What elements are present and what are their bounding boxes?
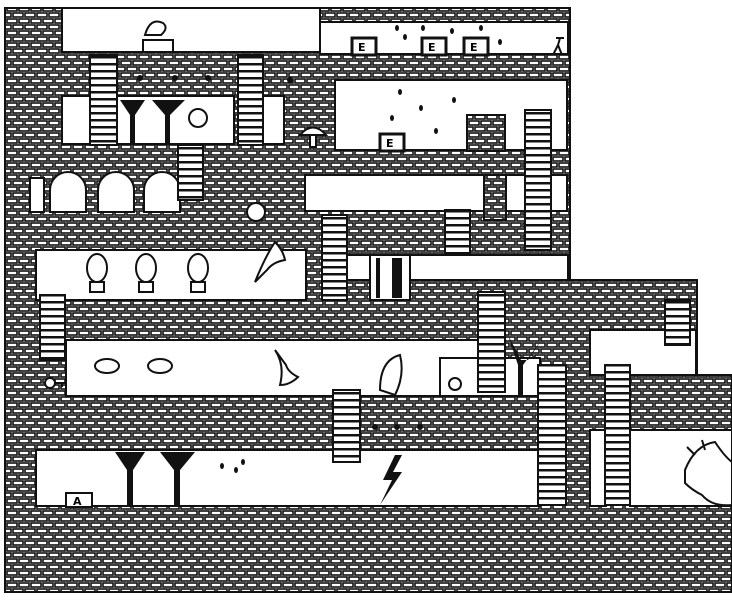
room-small [261,95,285,145]
tree [160,452,195,506]
mushroom [297,126,329,148]
tree [152,100,185,145]
ghost-creature [378,353,403,397]
block-e[interactable]: E [378,132,406,153]
ladder [39,294,66,361]
hanging-creature [188,108,266,222]
block-label: A [73,495,82,508]
player-figure [552,37,564,56]
ladder [89,54,118,146]
wall-studs [137,75,423,430]
block-a[interactable]: A [65,492,93,508]
ladder [321,214,348,301]
face-statue [86,253,108,283]
face-statues [86,253,209,293]
face-statue [187,253,209,283]
block-label: E [358,41,366,54]
dragon [684,439,732,507]
room-trees-upper [61,95,235,145]
raindrops [220,25,502,473]
bat-creature [274,349,300,387]
face-statue [135,253,157,283]
block-label: E [386,137,394,150]
block-label: E [470,41,478,54]
ladder [332,389,361,463]
brick-pillar [466,114,506,152]
block-e[interactable]: E [350,36,378,57]
skull [448,377,462,391]
ladder [177,144,204,201]
room-mid-right [304,174,568,212]
tree [120,100,145,145]
key[interactable] [44,377,66,389]
pot-on-pedestal [142,20,174,53]
ladder [237,54,264,146]
block-e[interactable]: E [462,36,490,57]
room-bottom [35,449,541,507]
wasp [94,358,120,374]
ladder [444,209,471,256]
insects [94,358,173,374]
room-insects [65,339,481,397]
block-label: E [428,41,436,54]
block-e[interactable]: E [420,36,448,57]
ladder [477,291,506,393]
ladder [537,364,567,506]
door[interactable] [369,254,411,301]
trees [115,100,545,506]
room-bottom-narrow [589,429,607,507]
wasp [147,358,173,374]
tree [115,452,145,506]
ladders [39,54,691,506]
bird-creature [254,240,287,283]
ladder [664,299,691,346]
brick-pillar [483,174,507,221]
ladder [604,364,631,506]
lightning-bolt [380,455,402,505]
room-top-left [61,7,321,53]
ladder [524,109,552,251]
